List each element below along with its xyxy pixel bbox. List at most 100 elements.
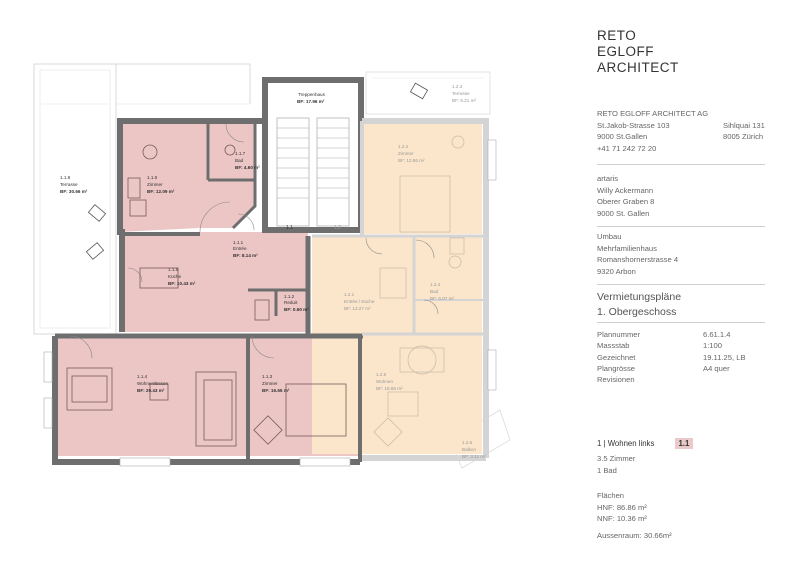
divider xyxy=(597,164,765,165)
label-r124-num: 1.2.4 xyxy=(430,282,441,287)
meta-value: 19.11.25, LB xyxy=(703,352,746,362)
areas-heading: Flächen xyxy=(597,491,625,500)
unit-badge: 1.1 xyxy=(674,438,694,449)
label-r112-area: BF: 0.60 m² xyxy=(284,307,309,312)
label-r121-name: Entrée / Küche xyxy=(344,299,375,304)
room-labels: 1.1.8 Terrasse BF: 30.66 m² 1.1.6 Zimmer… xyxy=(60,84,486,459)
label-r121-num: 1.2.1 xyxy=(344,292,355,297)
label-r112-num: 1.1.2 xyxy=(284,294,295,299)
label-r116-area: BF: 12.09 m² xyxy=(147,189,175,194)
label-r122-name: Zimmer xyxy=(398,151,414,156)
client-line-3: Oberer Graben 8 xyxy=(597,197,655,207)
label-r115-num: 1.1.5 xyxy=(168,267,179,272)
project-line-3: Romanshornerstrasse 4 xyxy=(597,255,679,265)
office-company: RETO EGLOFF ARCHITECT AG xyxy=(597,109,709,118)
brand-logo: RETO EGLOFF ARCHITECT xyxy=(597,28,679,76)
meta-value: 1:100 xyxy=(703,341,723,351)
project-block: Umbau Mehrfamilienhaus Romanshornerstras… xyxy=(597,231,678,277)
floor-plan: 1.1.8 Terrasse BF: 30.66 m² 1.1.6 Zimmer… xyxy=(33,63,511,469)
project-line-1: Umbau xyxy=(597,232,622,241)
label-r115-area: BF: 10.43 m² xyxy=(168,281,196,286)
client-block: artaris Willy Ackermann Oberer Graben 8 … xyxy=(597,173,654,219)
terrace-furniture xyxy=(85,82,429,260)
office-address2: Sihlquai 131 8005 Zürich xyxy=(723,120,765,143)
divider xyxy=(597,322,765,323)
brand-line-2: EGLOFF xyxy=(597,44,655,59)
terrace-right xyxy=(365,71,491,115)
label-r123-num: 1.2.3 xyxy=(452,84,463,89)
label-r116-name: Zimmer xyxy=(147,182,163,187)
door-swings xyxy=(69,123,439,359)
divider xyxy=(597,226,765,227)
brand-line-1: RETO xyxy=(597,28,637,43)
brand-line-3: ARCHITECT xyxy=(597,60,679,75)
label-r115-name: Küche xyxy=(168,274,181,279)
area-outdoor: Aussenraum: 30.66m² xyxy=(597,531,672,540)
walls-left xyxy=(52,118,363,465)
label-r114-num: 1.1.4 xyxy=(137,374,148,379)
client-line-4: 9000 St. Gallen xyxy=(597,208,650,218)
project-line-2: Mehrfamilienhaus xyxy=(597,243,657,253)
label-r117-name: Bad xyxy=(235,158,244,163)
office-address: RETO EGLOFF ARCHITECT AG St.Jakob-Strass… xyxy=(597,108,708,154)
meta-key: Massstab xyxy=(597,341,630,351)
meta-key: Revisionen xyxy=(597,375,635,385)
label-r122-area: BF: 12.86 m² xyxy=(398,158,425,163)
meta-row: Revisionen xyxy=(597,374,640,385)
label-r123-name: Terrasse xyxy=(452,91,470,96)
label-terrace-118-num: 1.1.8 xyxy=(60,175,71,180)
office-address2-street: Sihlquai 131 xyxy=(723,120,765,130)
area-hnf: HNF: 86.86 m² xyxy=(597,502,647,512)
label-r117-num: 1.1.7 xyxy=(235,151,246,156)
label-r126-name: Balkon xyxy=(462,447,476,452)
meta-row: Plannummer 6.61.1.4 xyxy=(597,329,730,340)
label-r126-area: BF: 3.11 m² xyxy=(462,454,486,459)
unit-rooms: 3.5 Zimmer 1 Bad xyxy=(597,453,635,476)
label-stair-name: Treppenhaus xyxy=(298,92,326,97)
label-r125-area: BF: 18.86 m² xyxy=(376,386,403,391)
label-terrace-118-name: Terrasse xyxy=(60,182,78,187)
label-r111-area: BF: 8.14 m² xyxy=(233,253,258,258)
label-r111-name: Entrée xyxy=(233,246,247,251)
label-r126-num: 1.2.6 xyxy=(462,440,473,445)
label-terrace-118-area: BF: 30.66 m² xyxy=(60,189,88,194)
meta-value: 6.61.1.4 xyxy=(703,330,731,339)
furniture-right xyxy=(373,135,465,447)
label-r116-num: 1.1.6 xyxy=(147,175,158,180)
project-line-4: 9320 Arbon xyxy=(597,266,636,276)
plan-title-line-2: 1. Obergeschoss xyxy=(597,306,677,318)
label-r124-name: Bad xyxy=(430,289,439,294)
label-r111-num: 1.1.1 xyxy=(233,240,244,245)
office-address1-city: 9000 St.Gallen xyxy=(597,132,648,142)
label-r113-num: 1.1.3 xyxy=(262,374,273,379)
unit-outdoor: Aussenraum: 30.66m² xyxy=(597,530,672,542)
unit-header: 1 | Wohnen links 1.1 xyxy=(597,438,694,449)
label-r125-num: 1.2.5 xyxy=(376,372,387,377)
label-door-11: 1.1 xyxy=(286,225,293,231)
label-r125-name: Wohnen xyxy=(376,379,393,384)
meta-value: A4 quer xyxy=(703,363,730,373)
area-nnf: NNF: 10.36 m² xyxy=(597,514,647,524)
label-stair-area: BF: 17.96 m² xyxy=(297,99,325,104)
unit-label: 1 | Wohnen links xyxy=(597,439,655,448)
client-line-2: Willy Ackermann xyxy=(597,185,654,195)
unit-left-fill xyxy=(58,124,360,456)
walls-right xyxy=(312,118,489,461)
label-r117-area: BF: 4.60 m² xyxy=(235,165,260,170)
label-r112-name: Reduit xyxy=(284,300,298,305)
unit-areas: Flächen HNF: 86.86 m² NNF: 10.36 m² xyxy=(597,490,647,525)
unit-baths-count: 1 Bad xyxy=(597,465,617,475)
client-line-1: artaris xyxy=(597,174,619,183)
unit-rooms-count: 3.5 Zimmer xyxy=(597,454,636,463)
divider xyxy=(597,284,765,285)
label-door-12: 1.2 xyxy=(334,225,341,231)
plan-title-line-1: Vermietungspläne xyxy=(597,291,682,303)
meta-row: Massstab 1:100 xyxy=(597,340,722,351)
meta-row: Plangrösse A4 quer xyxy=(597,363,730,374)
label-r113-name: Zimmer xyxy=(262,381,278,386)
label-r124-area: BF: 6.07 m² xyxy=(430,296,454,301)
meta-key: Gezeichnet xyxy=(597,352,636,362)
furniture-left xyxy=(66,144,347,447)
plan-title: Vermietungspläne 1. Obergeschoss xyxy=(597,290,681,320)
unit-right-fill xyxy=(312,124,482,454)
